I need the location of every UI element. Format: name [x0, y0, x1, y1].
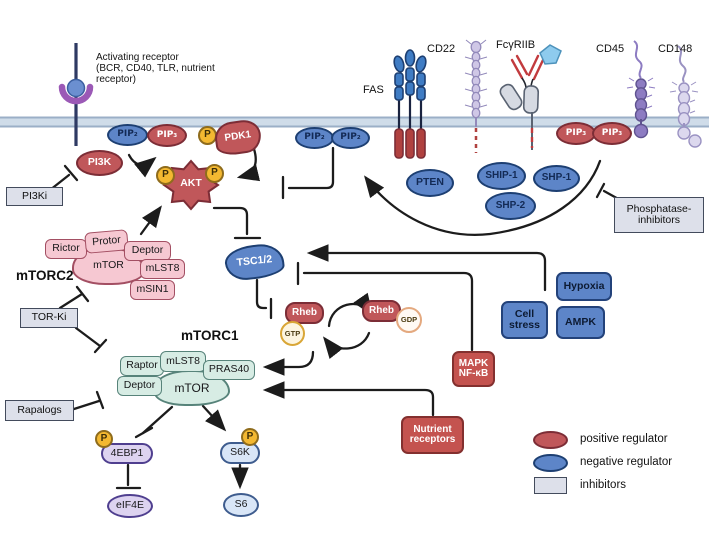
inhibit-rapalogs-to-mtorc1: [72, 390, 105, 411]
activating-receptor-label: Activating receptor (BCR, CD40, TLR, nut…: [96, 52, 256, 86]
phospho-p-akt-left: P: [156, 166, 175, 185]
legend-positive-label: positive regulator: [580, 433, 668, 445]
mtorc2-deptor: Deptor: [124, 241, 171, 261]
inhibit-tsc12-to-rheb: [255, 278, 273, 320]
hypoxia-box: Hypoxia: [556, 272, 612, 301]
activating-receptor-icon: [58, 43, 94, 146]
pip2-pair-left: PIP₂: [295, 127, 334, 149]
legend-positive-swatch: [533, 431, 568, 449]
rheb-gtp-node: Rheb: [285, 302, 324, 324]
phosphatase-inhibitors-line1: Phosphatase-: [626, 202, 692, 215]
mtorc2-mlst8: mLST8: [140, 259, 185, 279]
arrow-mtorc2-to-akt: [139, 205, 162, 236]
mtorc2-label: mTORC2: [16, 268, 74, 283]
activating-receptor-line1: Activating receptor: [96, 52, 179, 63]
s6k-node: S6K: [220, 442, 260, 464]
cd148-receptor-icon: [669, 45, 702, 148]
phosphatase-inhibitors-box: Phosphatase- inhibitors: [614, 197, 704, 233]
nutrient-receptors-box: Nutrient receptors: [401, 416, 464, 454]
gtp-badge: GTP: [280, 321, 305, 346]
s6-node: S6: [223, 493, 259, 517]
phospho-p-4ebp1: P: [95, 430, 113, 448]
phospho-p-akt-right: P: [205, 164, 224, 183]
phospho-p-s6k: P: [241, 428, 259, 446]
arrow-phosphatases-pip3-to-pip2: [364, 159, 602, 236]
fcgriib-label: FcγRIIB: [496, 39, 536, 51]
inhibit-pip2-pair: [281, 146, 335, 200]
inhibit-akt-to-tsc12: [212, 206, 262, 240]
torki-inhibitor-box: TOR-Ki: [20, 308, 78, 328]
pten-node: PTEN: [406, 169, 454, 197]
ampk-box: AMPK: [556, 306, 605, 339]
gdp-badge: GDP: [396, 307, 422, 333]
cd22-receptor-icon: [464, 39, 488, 153]
mtorc2-protor: Protor: [84, 229, 129, 254]
activating-receptor-line3: receptor): [96, 74, 137, 86]
fas-receptor-icon: [393, 49, 427, 159]
mtorc1-pras40: PRAS40: [203, 360, 255, 380]
arrow-pdk1-to-akt: [236, 147, 261, 182]
cd45-receptor-icon: [626, 40, 656, 139]
inhibit-mtorc1-to-4ebp1: [134, 405, 174, 439]
pip2-pair-right: PIP₂: [331, 127, 370, 149]
legend-inhibitors-swatch: [534, 477, 567, 494]
arrow-stress-to-tsc12: [306, 244, 547, 292]
mtorc2-rictor: Rictor: [45, 239, 87, 259]
mapk-nfkb-box: MAPK NF-κB: [452, 351, 495, 387]
shp1-node: SHP-1: [533, 165, 580, 192]
mapk-line: MAPK: [458, 357, 489, 369]
mtorc1-label: mTORC1: [181, 328, 239, 343]
arrow-rhebgtp-to-mtorc1: [262, 350, 315, 376]
mtorc2-msin1: mSIN1: [130, 280, 175, 300]
mtorc1-raptor: Raptor: [120, 356, 164, 376]
4ebp1-node: 4EBP1: [101, 443, 153, 464]
inhibit-torki-to-mtorc2: [58, 285, 90, 310]
akt-node-label: AKT: [180, 177, 202, 190]
activating-receptor-line2: (BCR, CD40, TLR, nutrient: [96, 63, 215, 75]
arrow-mtorc1-to-s6k: [201, 404, 227, 432]
fcgriib-receptor-icon: [499, 44, 562, 150]
inhibit-4ebp1-to-eif4e: [115, 463, 142, 490]
cell-stress-line1: Cell: [514, 307, 535, 320]
cd148-label: CD148: [658, 43, 693, 55]
cell-stress-box: Cell stress: [501, 301, 548, 339]
inhibit-mapk-to-tsc12: [296, 261, 474, 352]
fas-label: FAS: [363, 84, 384, 96]
nutrient-line1: Nutrient: [413, 423, 452, 435]
arrow-nutrient-to-mtorc1: [262, 381, 435, 417]
legend-negative-swatch: [533, 454, 568, 472]
rapalogs-inhibitor-box: Rapalogs: [5, 400, 74, 421]
pip2-node: PIP₂: [107, 124, 148, 146]
shp2-node: SHP-2: [485, 192, 536, 220]
nutrient-line2: receptors: [409, 434, 456, 445]
mtorc1-deptor: Deptor: [117, 376, 162, 396]
pi3ki-inhibitor-box: PI3Ki: [6, 187, 63, 206]
legend-inhibitors-label: inhibitors: [580, 479, 627, 491]
phosphatase-inhibitors-line2: inhibitors: [637, 214, 681, 226]
akt-star-shape: [162, 159, 220, 211]
pi3k-node: PI3K: [76, 150, 123, 176]
cd22-label: CD22: [427, 43, 456, 55]
legend-negative-label: negative regulator: [580, 456, 673, 468]
arrow-rheb-cycle-bottom: [322, 331, 371, 359]
cell-stress-line2: stress: [509, 319, 540, 331]
pip3-node: PIP₃: [147, 124, 187, 147]
mtorc1-mlst8: mLST8: [160, 351, 206, 372]
nfkb-line: NF-κB: [458, 368, 489, 379]
eif4e-node: eIF4E: [107, 494, 153, 518]
pip3-pair-left: PIP₃: [556, 122, 596, 145]
ship1-node: SHIP-1: [477, 162, 526, 190]
inhibit-torki-to-mtorc1: [74, 326, 108, 354]
pip3-pair-right: PIP₃: [592, 122, 632, 145]
cd45-label: CD45: [596, 43, 625, 55]
arrow-pip2-to-pip3: [127, 153, 157, 178]
